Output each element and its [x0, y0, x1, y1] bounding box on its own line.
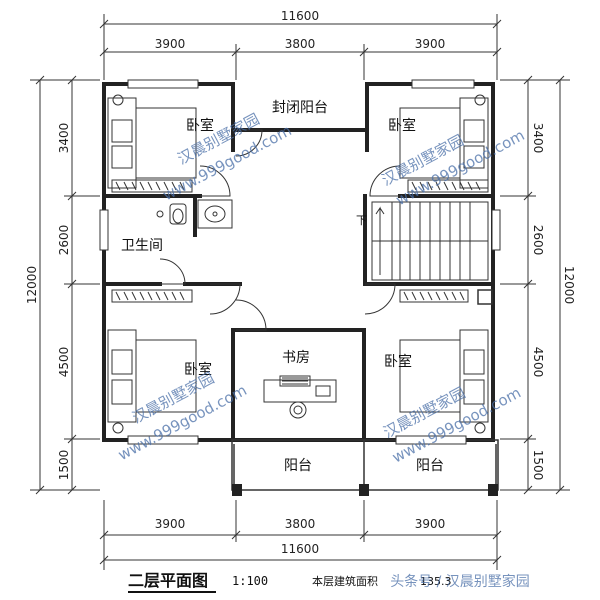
watermark-lower-right: 汉晨别墅家园 www.999good.com: [380, 383, 523, 466]
right-dimension-1: 3400: [531, 123, 545, 154]
bed-ne: [399, 94, 489, 189]
room-label-bedroom-ne: 卧室: [388, 117, 416, 134]
top-total-dimension: 11600: [281, 9, 319, 23]
room-label-bedroom-sw: 卧室: [184, 361, 212, 378]
right-dimension-lines: [500, 75, 570, 495]
balcony-rails: [231, 439, 499, 491]
duct-shaft: [477, 289, 493, 305]
left-dimension-2: 2600: [57, 225, 71, 256]
bottom-dimension-lines: [99, 500, 502, 570]
bed-sw: [107, 329, 197, 434]
bed-nw: [107, 94, 197, 189]
top-dimension-lines: [99, 14, 502, 80]
right-dimension-2: 2600: [531, 225, 545, 256]
left-dimension-1: 3400: [57, 123, 71, 154]
bottom-dimension-2: 3800: [285, 517, 316, 531]
room-label-study: 书房: [282, 350, 310, 366]
left-dimension-lines: [30, 75, 100, 495]
windows: [99, 79, 501, 445]
left-total-dimension: 12000: [25, 266, 39, 304]
door-swings: [159, 129, 401, 331]
room-label-balcony-right: 阳台: [416, 458, 444, 474]
room-label-bathroom: 卫生间: [121, 238, 163, 254]
left-dimension-4: 1500: [57, 450, 71, 481]
room-label-closed-balcony: 封闭阳台: [272, 100, 328, 116]
drawing-scale: 1:100: [232, 574, 268, 588]
floor-area-value: 135.3: [420, 575, 452, 588]
right-total-dimension: 12000: [562, 266, 576, 304]
right-dimension-3: 4500: [531, 347, 545, 378]
room-label-bedroom-nw: 卧室: [186, 117, 214, 134]
bottom-total-dimension: 11600: [281, 542, 319, 556]
bottom-dimension-3: 3900: [415, 517, 446, 531]
balcony-column-middle: [359, 484, 369, 496]
floor-area-label: 本层建筑面积: [312, 574, 378, 588]
left-dimension-3: 4500: [57, 347, 71, 378]
bathroom-fixtures: [156, 199, 233, 229]
staircase: [371, 201, 489, 281]
drawing-title: 二层平面图: [128, 571, 208, 590]
bottom-dimension-1: 3900: [155, 517, 186, 531]
balcony-column-left: [232, 484, 242, 496]
room-label-balcony-middle: 阳台: [284, 458, 312, 474]
source-watermark: 头条号 / 汉晨别墅家园: [390, 573, 530, 590]
wardrobes: [111, 179, 489, 303]
top-dimension-1: 3900: [155, 37, 186, 51]
top-dimension-2: 3800: [285, 37, 316, 51]
top-dimension-3: 3900: [415, 37, 446, 51]
bed-se: [399, 329, 489, 434]
study-desk: [263, 375, 337, 419]
walls: [102, 82, 495, 442]
balcony-column-right: [488, 484, 498, 496]
right-dimension-4: 1500: [531, 450, 545, 481]
room-label-bedroom-se: 卧室: [384, 353, 412, 370]
stair-down-label: 下: [356, 214, 367, 227]
